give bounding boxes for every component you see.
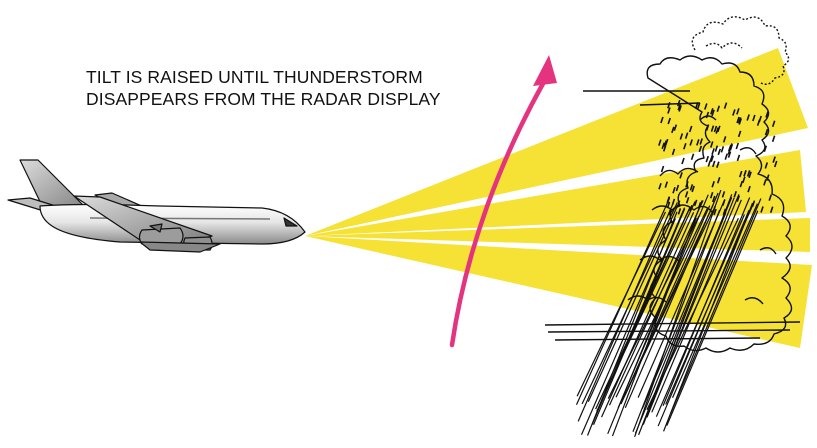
rain-dash [718,149,720,155]
rain-dash [773,136,775,142]
tilt-arrowhead [533,55,557,86]
storm-anvil-outline-2 [706,43,742,48]
caption-line-2: DISAPPEARS FROM THE RADAR DISPLAY [86,88,441,110]
rain-dash [692,154,694,160]
caption: TILT IS RAISED UNTIL THUNDERSTORM DISAPP… [86,66,441,110]
rain-dash [737,155,739,161]
storm-streak [555,338,760,340]
caption-line-1: TILT IS RAISED UNTIL THUNDERSTORM [86,66,441,88]
rain-dash [682,158,684,164]
rain-dash [712,148,714,154]
rain-dash [721,146,723,152]
airliner-icon [8,160,305,252]
rain-dash [736,143,738,149]
rain-dash [725,154,727,160]
rain-dash [708,161,710,167]
rain-dash [662,166,664,172]
rain-dash [706,156,708,162]
